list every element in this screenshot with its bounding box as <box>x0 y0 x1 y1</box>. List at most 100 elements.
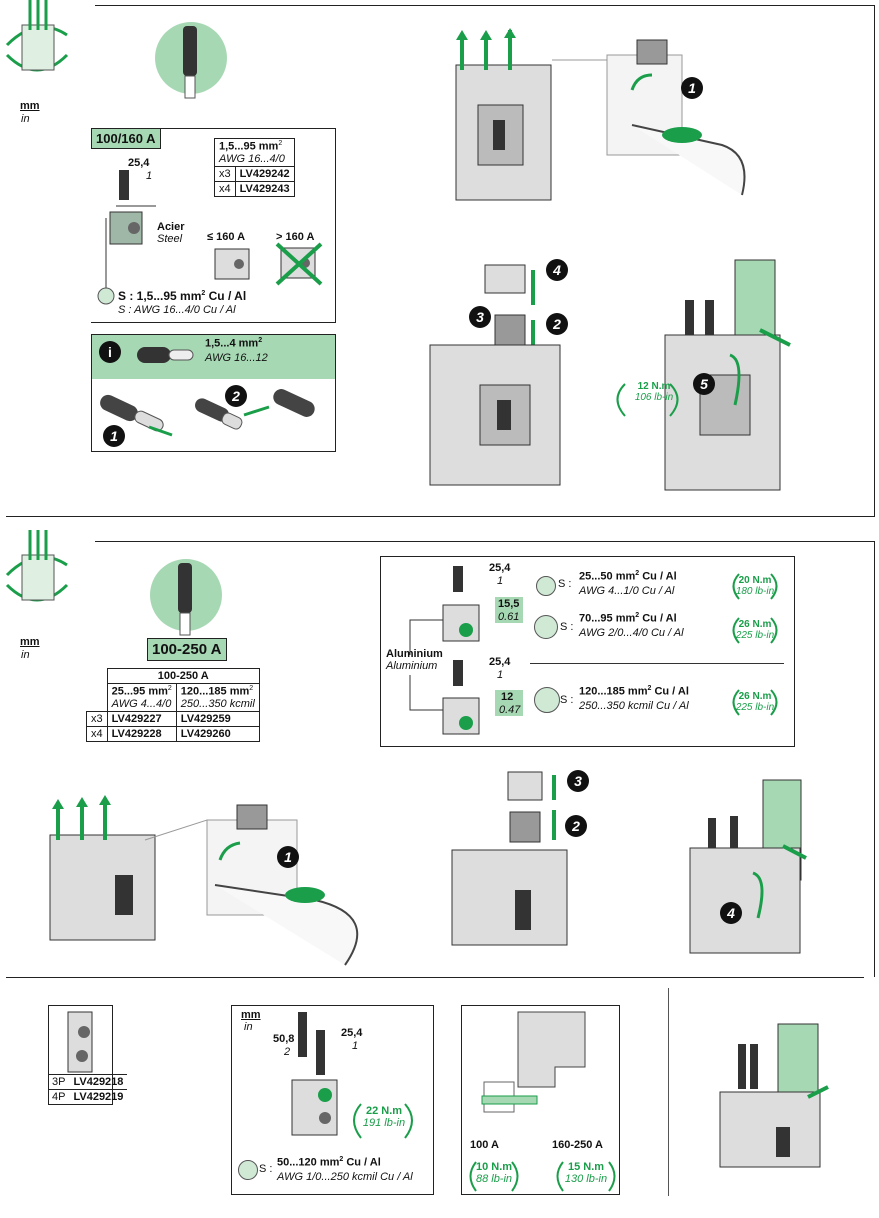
section-circle-icon <box>536 576 556 596</box>
alu-label-en: Aluminium <box>386 660 438 672</box>
torque-arrow-icon <box>732 689 778 716</box>
label-gt-160: > 160 A <box>276 231 315 243</box>
lug-forbidden-icon <box>275 242 323 286</box>
dim-b-box <box>495 597 523 623</box>
dim-c: 25,4 <box>489 656 511 668</box>
alu-label-fr: Aluminium <box>386 648 443 660</box>
dim-b: 25,4 <box>341 1027 363 1039</box>
option-1-awg: AWG 4...1/0 Cu / Al <box>579 585 675 597</box>
section-2-frame <box>6 541 875 977</box>
alu-lug-drawings <box>409 566 480 735</box>
material-fr: Acier <box>157 221 185 233</box>
s-prefix: S : <box>560 694 574 706</box>
info-box-header-bg <box>92 335 335 379</box>
step-2-badge: 2 <box>565 815 587 837</box>
s-prefix: S : <box>558 578 572 590</box>
option-1-mm: 25...50 mm2 Cu / Al <box>579 570 677 583</box>
dim-d: 12 <box>501 691 514 703</box>
dim-b-in: 0.61 <box>498 611 520 623</box>
dim-d-in: 0.47 <box>499 704 521 716</box>
torque-arrow-icon <box>556 1161 616 1192</box>
section-1-top-rule <box>95 5 875 6</box>
screwdriver-hand-drawing <box>144 804 359 966</box>
cable-end-icon <box>155 22 227 99</box>
breaker-cover-installed-drawing <box>719 1023 829 1168</box>
dim-c-in: 1 <box>497 669 504 681</box>
info-icon: i <box>99 341 121 363</box>
option-2-awg: AWG 2/0...4/0 Cu / Al <box>579 627 684 639</box>
unit-in: in <box>21 649 30 661</box>
material-en: Steel <box>157 233 183 245</box>
step-2-badge: 2 <box>225 385 247 407</box>
section-2-bottom-rule <box>6 977 864 978</box>
dim-b-in: 1 <box>352 1040 359 1052</box>
breaker-remove-cover-drawing <box>455 28 552 201</box>
step-4-badge: 4 <box>720 902 742 924</box>
spreader-spec-box <box>231 1005 434 1195</box>
terminal-block-icon <box>5 0 69 72</box>
unit-mm: mm <box>20 636 40 648</box>
torque-arrow-icon <box>469 1161 519 1192</box>
alu-divider <box>530 663 784 664</box>
s-prefix: S : <box>560 621 574 633</box>
torque-arrow-icon <box>732 573 778 600</box>
option-3-mm: 120...185 mm2 Cu / Al <box>579 685 689 698</box>
step-2-badge: 2 <box>546 313 568 335</box>
step-1-badge: 1 <box>103 425 125 447</box>
section-2-top-rule <box>95 541 875 542</box>
aluminium-spec-box <box>380 556 795 747</box>
step-4-badge: 4 <box>546 259 568 281</box>
unit-mm: mm <box>20 100 40 112</box>
option-3-awg: 250...350 kcmil Cu / Al <box>579 700 689 712</box>
s-prefix: S : <box>259 1163 273 1175</box>
dim-a: 50,8 <box>273 1033 295 1045</box>
mounting-spec-box <box>461 1005 620 1195</box>
rating-badge: 100/160 A <box>91 128 161 149</box>
dim-a: 25,4 <box>489 562 511 574</box>
breaker-torque-drawing <box>689 779 807 954</box>
info-box <box>91 334 336 452</box>
torque-arrow-icon <box>353 1103 413 1139</box>
torque-arrow-icon <box>616 383 679 417</box>
s-section-line2: S : AWG 16...4/0 Cu / Al <box>118 304 236 316</box>
step-1-badge: 1 <box>277 846 299 868</box>
breaker-insert-lug-drawing <box>429 264 561 486</box>
info-awg: AWG 16...12 <box>205 352 268 364</box>
section-1-frame <box>6 5 875 517</box>
terminal-lug-drawing <box>97 170 156 305</box>
label-le-160: ≤ 160 A <box>207 231 246 243</box>
dim-value: 25,4 <box>128 157 150 169</box>
lug-ok-icon <box>214 248 250 280</box>
rating-badge: 100-250 A <box>147 638 227 661</box>
dim-a-in: 1 <box>497 575 504 587</box>
terminal-block-icon <box>5 530 69 602</box>
step-3-badge: 3 <box>567 770 589 792</box>
step-5-badge: 5 <box>693 373 715 395</box>
section-circle-icon <box>534 687 560 713</box>
spreader-lug-drawing <box>291 1012 338 1136</box>
mounting-drawing <box>481 1011 586 1113</box>
screwdriver-hand-drawing <box>552 39 746 196</box>
unit-mm: mm <box>241 1009 261 1021</box>
unit-in: in <box>244 1021 253 1033</box>
stripped-wire-icon <box>137 347 194 363</box>
dim-b: 15,5 <box>498 598 520 610</box>
dim-a-in: 2 <box>284 1046 291 1058</box>
dim-d-box <box>495 690 523 716</box>
